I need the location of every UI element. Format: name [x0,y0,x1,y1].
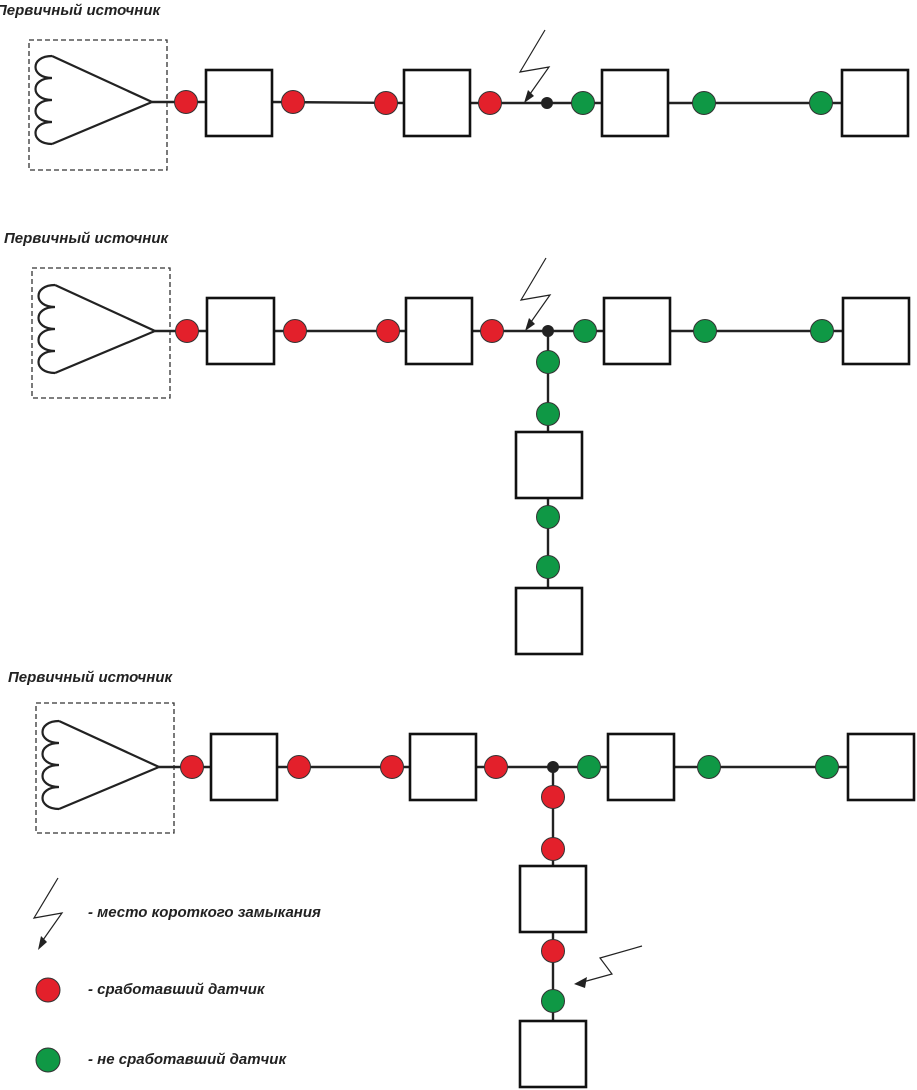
diagram-2-sensor-not-tripped [536,555,560,579]
diagram-3-branch-box [518,864,588,934]
diagram-3-sensor-not-tripped [815,755,839,779]
legend-tripped-label: - сработавший датчик [88,981,266,998]
diagram-2-section-box [602,296,672,366]
diagram-1-fault-point [541,97,553,109]
diagram-1-sensor-tripped [374,91,398,115]
diagram-3-sensor-not-tripped [577,755,601,779]
diagram-2-section-box [404,296,474,366]
diagram-3-sensor-tripped [541,785,565,809]
diagram-2-sensor-not-tripped [536,350,560,374]
diagram-2-source-frame [31,267,171,399]
diagram-1-lightning-icon [518,29,551,103]
diagram-2-caption: Первичный источник [4,230,169,247]
diagram-1-section-box [204,68,274,138]
diagram-3-source-symbol [41,719,161,811]
diagram-3-sensor-tripped [380,755,404,779]
diagram-3-section-box [209,732,279,802]
diagram-1-sensor-tripped [174,90,198,114]
diagram-3-sensor-tripped [484,755,508,779]
diagram-1-section-box [402,68,472,138]
diagram-3-sensor-tripped [541,837,565,861]
diagram-3-lightning-icon [574,945,643,988]
legend-not-tripped-sensor-icon [35,1047,61,1073]
diagram-2-sensor-tripped [283,319,307,343]
diagram-2-branch-box [514,586,584,656]
diagram-2-sensor-tripped [175,319,199,343]
diagram-2: Первичный источник [4,230,911,656]
diagram-1-sensor-not-tripped [692,91,716,115]
diagram-2-sensor-not-tripped [536,402,560,426]
diagram-1-section-box [840,68,910,138]
diagram-3-sensor-not-tripped [697,755,721,779]
legend-tripped-sensor-icon [35,977,61,1003]
diagram-3-section-box [606,732,676,802]
diagram-3-sensor-tripped [287,755,311,779]
diagram-1-section-box [600,68,670,138]
diagram-1-sensor-not-tripped [809,91,833,115]
diagram-3-sensor-tripped [180,755,204,779]
diagram-3-branch-box [518,1019,588,1089]
diagram-3-caption: Первичный источник [8,669,173,686]
diagram-2-section-box [205,296,276,366]
diagram-3-section-box [846,732,916,802]
legend-not-tripped-label: - не сработавший датчик [88,1051,287,1068]
diagram-1-caption: Первичный источник [0,2,161,19]
diagram-1-source-symbol [34,54,154,146]
diagram-1-sensor-not-tripped [571,91,595,115]
legend: - место короткого замыкания - сработавши… [32,877,321,1073]
diagram-2-sensor-not-tripped [810,319,834,343]
diagram-1-sensor-tripped [478,91,502,115]
diagram-3-junction-point [547,761,559,773]
diagram-3-source-frame [35,702,175,834]
diagram-2-fault-point [542,325,554,337]
diagram-1: Первичный источник [0,2,910,171]
diagram-2-sensor-not-tripped [693,319,717,343]
diagram-3: Первичный источник [8,669,916,1089]
diagram-2-sensor-tripped [480,319,504,343]
diagram-3-sensor-not-tripped [541,989,565,1013]
diagram-1-source-frame [28,39,168,171]
diagram-2-lightning-icon [519,257,552,331]
diagram-3-sensor-tripped [541,939,565,963]
diagram-2-branch-box [514,430,584,500]
diagram-3-section-box [408,732,478,802]
legend-fault-label: - место короткого замыкания [88,904,321,921]
diagram-1-sensor-tripped [281,90,305,114]
legend-lightning-icon [32,877,64,950]
diagram-2-sensor-not-tripped [573,319,597,343]
diagram-2-sensor-not-tripped [536,505,560,529]
diagram-2-section-box [841,296,911,366]
diagram-2-sensor-tripped [376,319,400,343]
diagram-2-source-symbol [37,283,157,375]
